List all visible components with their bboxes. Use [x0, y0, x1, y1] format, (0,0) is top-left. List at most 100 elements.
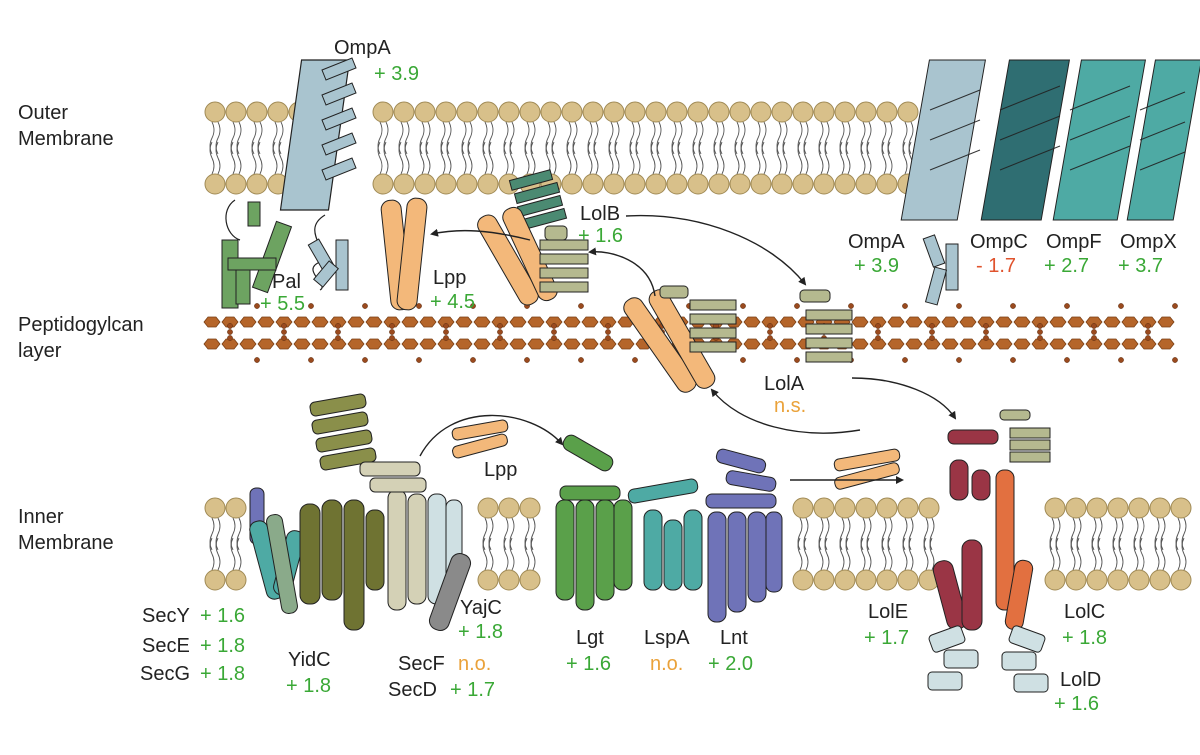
lipid-tail	[656, 141, 662, 175]
peptide-bead	[308, 357, 314, 363]
lipid-tail	[818, 141, 824, 175]
lipid-head	[456, 101, 478, 123]
lipid-head	[1170, 569, 1192, 591]
value-lolD: + 1.6	[1054, 693, 1100, 715]
peptide-bead	[551, 335, 557, 341]
lipid-tail	[797, 121, 803, 155]
peptide-bead	[1145, 323, 1151, 329]
lipid-tail	[614, 141, 620, 175]
lipid-tail	[782, 141, 788, 175]
lipid-tail	[530, 517, 536, 551]
lipid-tail	[1175, 517, 1181, 551]
glycan-unit	[941, 338, 959, 350]
lipid-tail	[482, 537, 488, 571]
value-secG: + 1.8	[200, 663, 246, 685]
peptide-bead	[389, 329, 395, 335]
glycan-unit	[1049, 316, 1067, 328]
peptide-bead	[227, 329, 233, 335]
lipid-tail	[467, 141, 473, 175]
glycan-unit	[347, 338, 365, 350]
glycan-unit	[221, 338, 239, 350]
lipid-tail	[902, 537, 908, 571]
pal-protein	[221, 199, 293, 309]
peptide-bead	[362, 303, 368, 309]
peptide-bead	[470, 357, 476, 363]
lipid-tail	[524, 121, 530, 155]
glycan-unit	[1157, 338, 1175, 350]
peptide-bead	[848, 303, 854, 309]
glycan-unit	[977, 338, 995, 350]
glycan-unit	[869, 338, 887, 350]
lipid-head	[582, 101, 604, 123]
lipid-head	[834, 497, 856, 519]
lipid-tail	[278, 121, 284, 155]
lipid-tail	[860, 121, 866, 155]
lipid-tail	[467, 121, 473, 155]
peptide-bead	[227, 323, 233, 329]
lipid-tail	[1049, 537, 1055, 571]
lipid-tail	[482, 141, 488, 175]
lipid-tail	[209, 517, 215, 551]
peptide-bead	[929, 323, 935, 329]
lipid-tail	[530, 537, 536, 571]
lipid-tail	[230, 517, 236, 551]
lipid-tail	[656, 121, 662, 155]
glycan-unit	[1103, 338, 1121, 350]
lpp-outer-trimer	[380, 197, 428, 311]
lipid-tail	[488, 141, 494, 175]
lipid-tail	[713, 121, 719, 155]
peptide-bead	[362, 357, 368, 363]
lipid-tail	[278, 141, 284, 175]
peptide-bead	[254, 303, 260, 309]
lipid-head	[414, 101, 436, 123]
lipid-tail	[866, 141, 872, 175]
lipid-head	[561, 173, 583, 195]
glycan-unit	[941, 316, 959, 328]
lipid-tail	[1154, 537, 1160, 571]
lipid-head	[498, 497, 520, 519]
lipid-tail	[692, 121, 698, 155]
region-inner-line2: Membrane	[18, 532, 114, 554]
lipid-tail	[635, 141, 641, 175]
value-lolA: n.s.	[774, 395, 807, 417]
lipid-tail	[524, 537, 530, 571]
lipid-tail	[698, 141, 704, 175]
lipid-head	[246, 101, 268, 123]
value-lolE: + 1.7	[864, 627, 910, 649]
peptide-bead	[956, 357, 962, 363]
glycan-unit	[1067, 316, 1085, 328]
lipid-tail	[761, 141, 767, 175]
peptide-bead	[578, 303, 584, 309]
lipid-tail	[1070, 517, 1076, 551]
lipid-tail	[572, 121, 578, 155]
lipid-tail	[236, 537, 242, 571]
glycan-unit	[905, 338, 923, 350]
lipid-head	[834, 101, 856, 123]
lipid-tail	[524, 517, 530, 551]
glycan-unit	[563, 316, 581, 328]
glycan-unit	[275, 338, 293, 350]
lipid-head	[477, 569, 499, 591]
glycan-unit	[527, 338, 545, 350]
lipid-tail	[503, 121, 509, 155]
peptide-bead	[983, 329, 989, 335]
lipid-tail	[881, 517, 887, 551]
lolCDE-complex	[927, 409, 1051, 693]
lipid-tail	[803, 141, 809, 175]
peptide-bead	[794, 303, 800, 309]
glycan-unit	[1067, 338, 1085, 350]
label-lolE: LolE	[868, 601, 909, 623]
lipid-tail	[551, 141, 557, 175]
lipid-tail	[818, 517, 824, 551]
lipid-tail	[1091, 537, 1097, 571]
lnt-protein	[705, 448, 783, 623]
lipid-tail	[824, 141, 830, 175]
lipid-tail	[881, 537, 887, 571]
lipid-tail	[446, 141, 452, 175]
outer-membrane-porins	[900, 59, 1200, 306]
lipid-tail	[209, 141, 215, 175]
lipid-tail	[755, 121, 761, 155]
lipid-tail	[1181, 517, 1187, 551]
lipid-tail	[713, 141, 719, 175]
lipid-tail	[1154, 517, 1160, 551]
